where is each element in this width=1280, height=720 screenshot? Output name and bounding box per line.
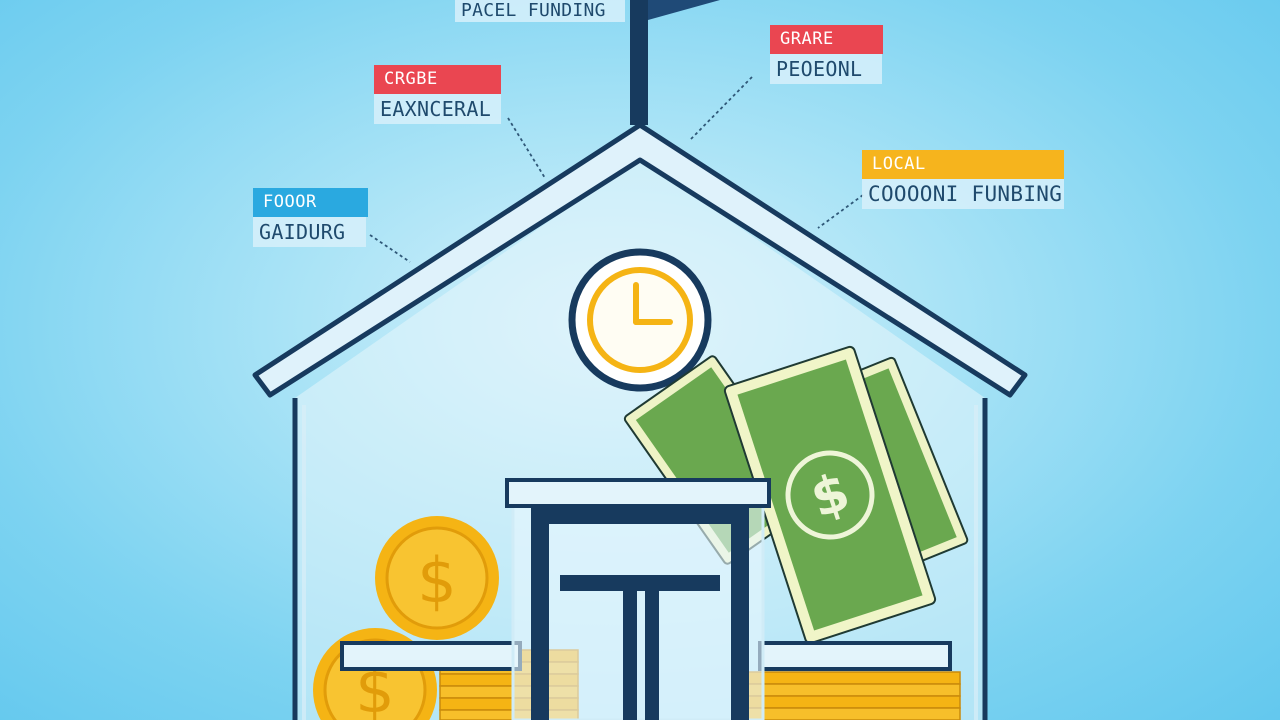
clock-icon [568, 248, 712, 392]
bill-seal [785, 450, 875, 540]
callout-federal-tag: CRGBE [374, 65, 501, 94]
leader-line-state [689, 76, 753, 141]
house-door [505, 478, 771, 720]
door-glass-frame [511, 503, 765, 720]
house-roof [252, 122, 1028, 398]
coin-upper-face [385, 526, 489, 630]
bill-front: $ [723, 345, 937, 645]
leader-line-local [817, 194, 864, 229]
flag-icon [630, 0, 720, 125]
callout-top: PACEL FUNDING [455, 0, 625, 22]
flag-cloth [648, 0, 720, 20]
coin-upper: $ [375, 516, 499, 640]
shelf-right [758, 641, 952, 671]
callout-food-tag: FOOOR [253, 188, 368, 217]
coin-disc [739, 695, 961, 709]
callout-food: FOOOR GAIDURG [253, 188, 368, 247]
callout-top-body: PACEL FUNDING [455, 0, 625, 22]
callout-state: GRARE PEOEONL [770, 25, 883, 84]
leader-line-food [369, 234, 411, 263]
leader-line-federal [507, 117, 546, 179]
callout-federal: CRGBE EAXNCERAL [374, 65, 501, 124]
callout-state-tag: GRARE [770, 25, 883, 54]
callout-food-body: GAIDURG [253, 217, 366, 247]
callout-state-body: PEOEONL [770, 54, 882, 84]
door-frame [531, 506, 749, 720]
flag-pole [630, 0, 648, 125]
coin-stack-right [739, 671, 961, 720]
shelves [340, 641, 952, 671]
house-walls [292, 398, 988, 720]
door-lintel [505, 478, 771, 508]
leader-lines [369, 76, 864, 263]
roof-band [252, 122, 1028, 398]
coin-disc [739, 683, 961, 697]
callout-local-body: COOOONI FUNBING [862, 179, 1064, 209]
callout-local-tag: LOCAL [862, 150, 1064, 179]
coin-disc [739, 707, 961, 720]
callout-federal-body: EAXNCERAL [374, 94, 501, 124]
shelf-left [340, 641, 522, 671]
house-walls-inner [302, 405, 978, 720]
coin-disc [739, 671, 961, 685]
callout-local: LOCAL COOOONI FUNBING [862, 150, 1064, 209]
coin-upper-dollar-sign: $ [417, 544, 456, 617]
